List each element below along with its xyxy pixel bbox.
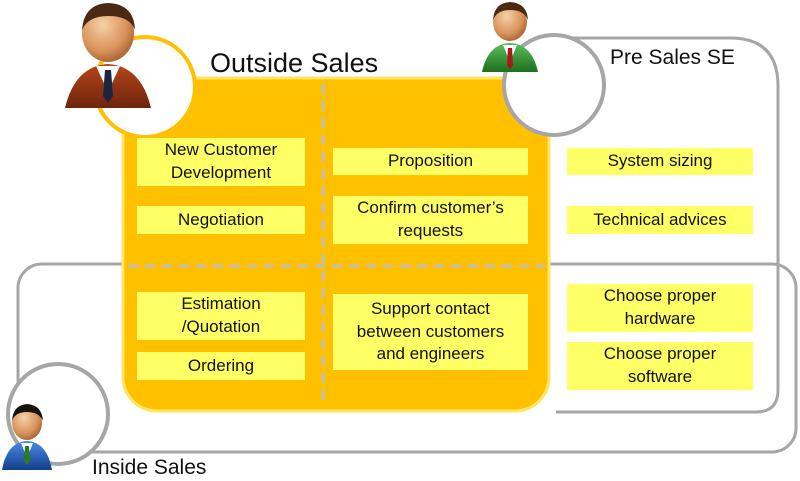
pre-sales-region-outline	[556, 36, 780, 414]
task-confirm-customer-requests: Confirm customer’s requests	[333, 196, 528, 244]
task-choose-proper-software: Choose proper software	[567, 342, 753, 390]
task-technical-advices: Technical advices	[567, 206, 753, 234]
inside-sales-title: Inside Sales	[92, 456, 207, 479]
task-ordering: Ordering	[137, 352, 305, 380]
inside-sales-circle	[6, 362, 110, 466]
task-new-customer-development: New Customer Development	[137, 138, 305, 186]
task-proposition: Proposition	[333, 148, 528, 175]
task-system-sizing: System sizing	[567, 148, 753, 175]
task-support-contact: Support contact between customers and en…	[333, 294, 528, 370]
task-estimation-quotation: Estimation /Quotation	[137, 292, 305, 340]
outside-sales-title: Outside Sales	[210, 48, 379, 78]
task-choose-proper-hardware: Choose proper hardware	[567, 284, 753, 332]
pre-sales-se-title: Pre Sales SE	[610, 46, 735, 69]
businessman-brown-suit-icon	[65, 3, 151, 108]
businessman-blue-suit-icon	[2, 404, 52, 470]
businessman-green-suit-icon	[482, 2, 538, 72]
task-negotiation: Negotiation	[137, 206, 305, 234]
